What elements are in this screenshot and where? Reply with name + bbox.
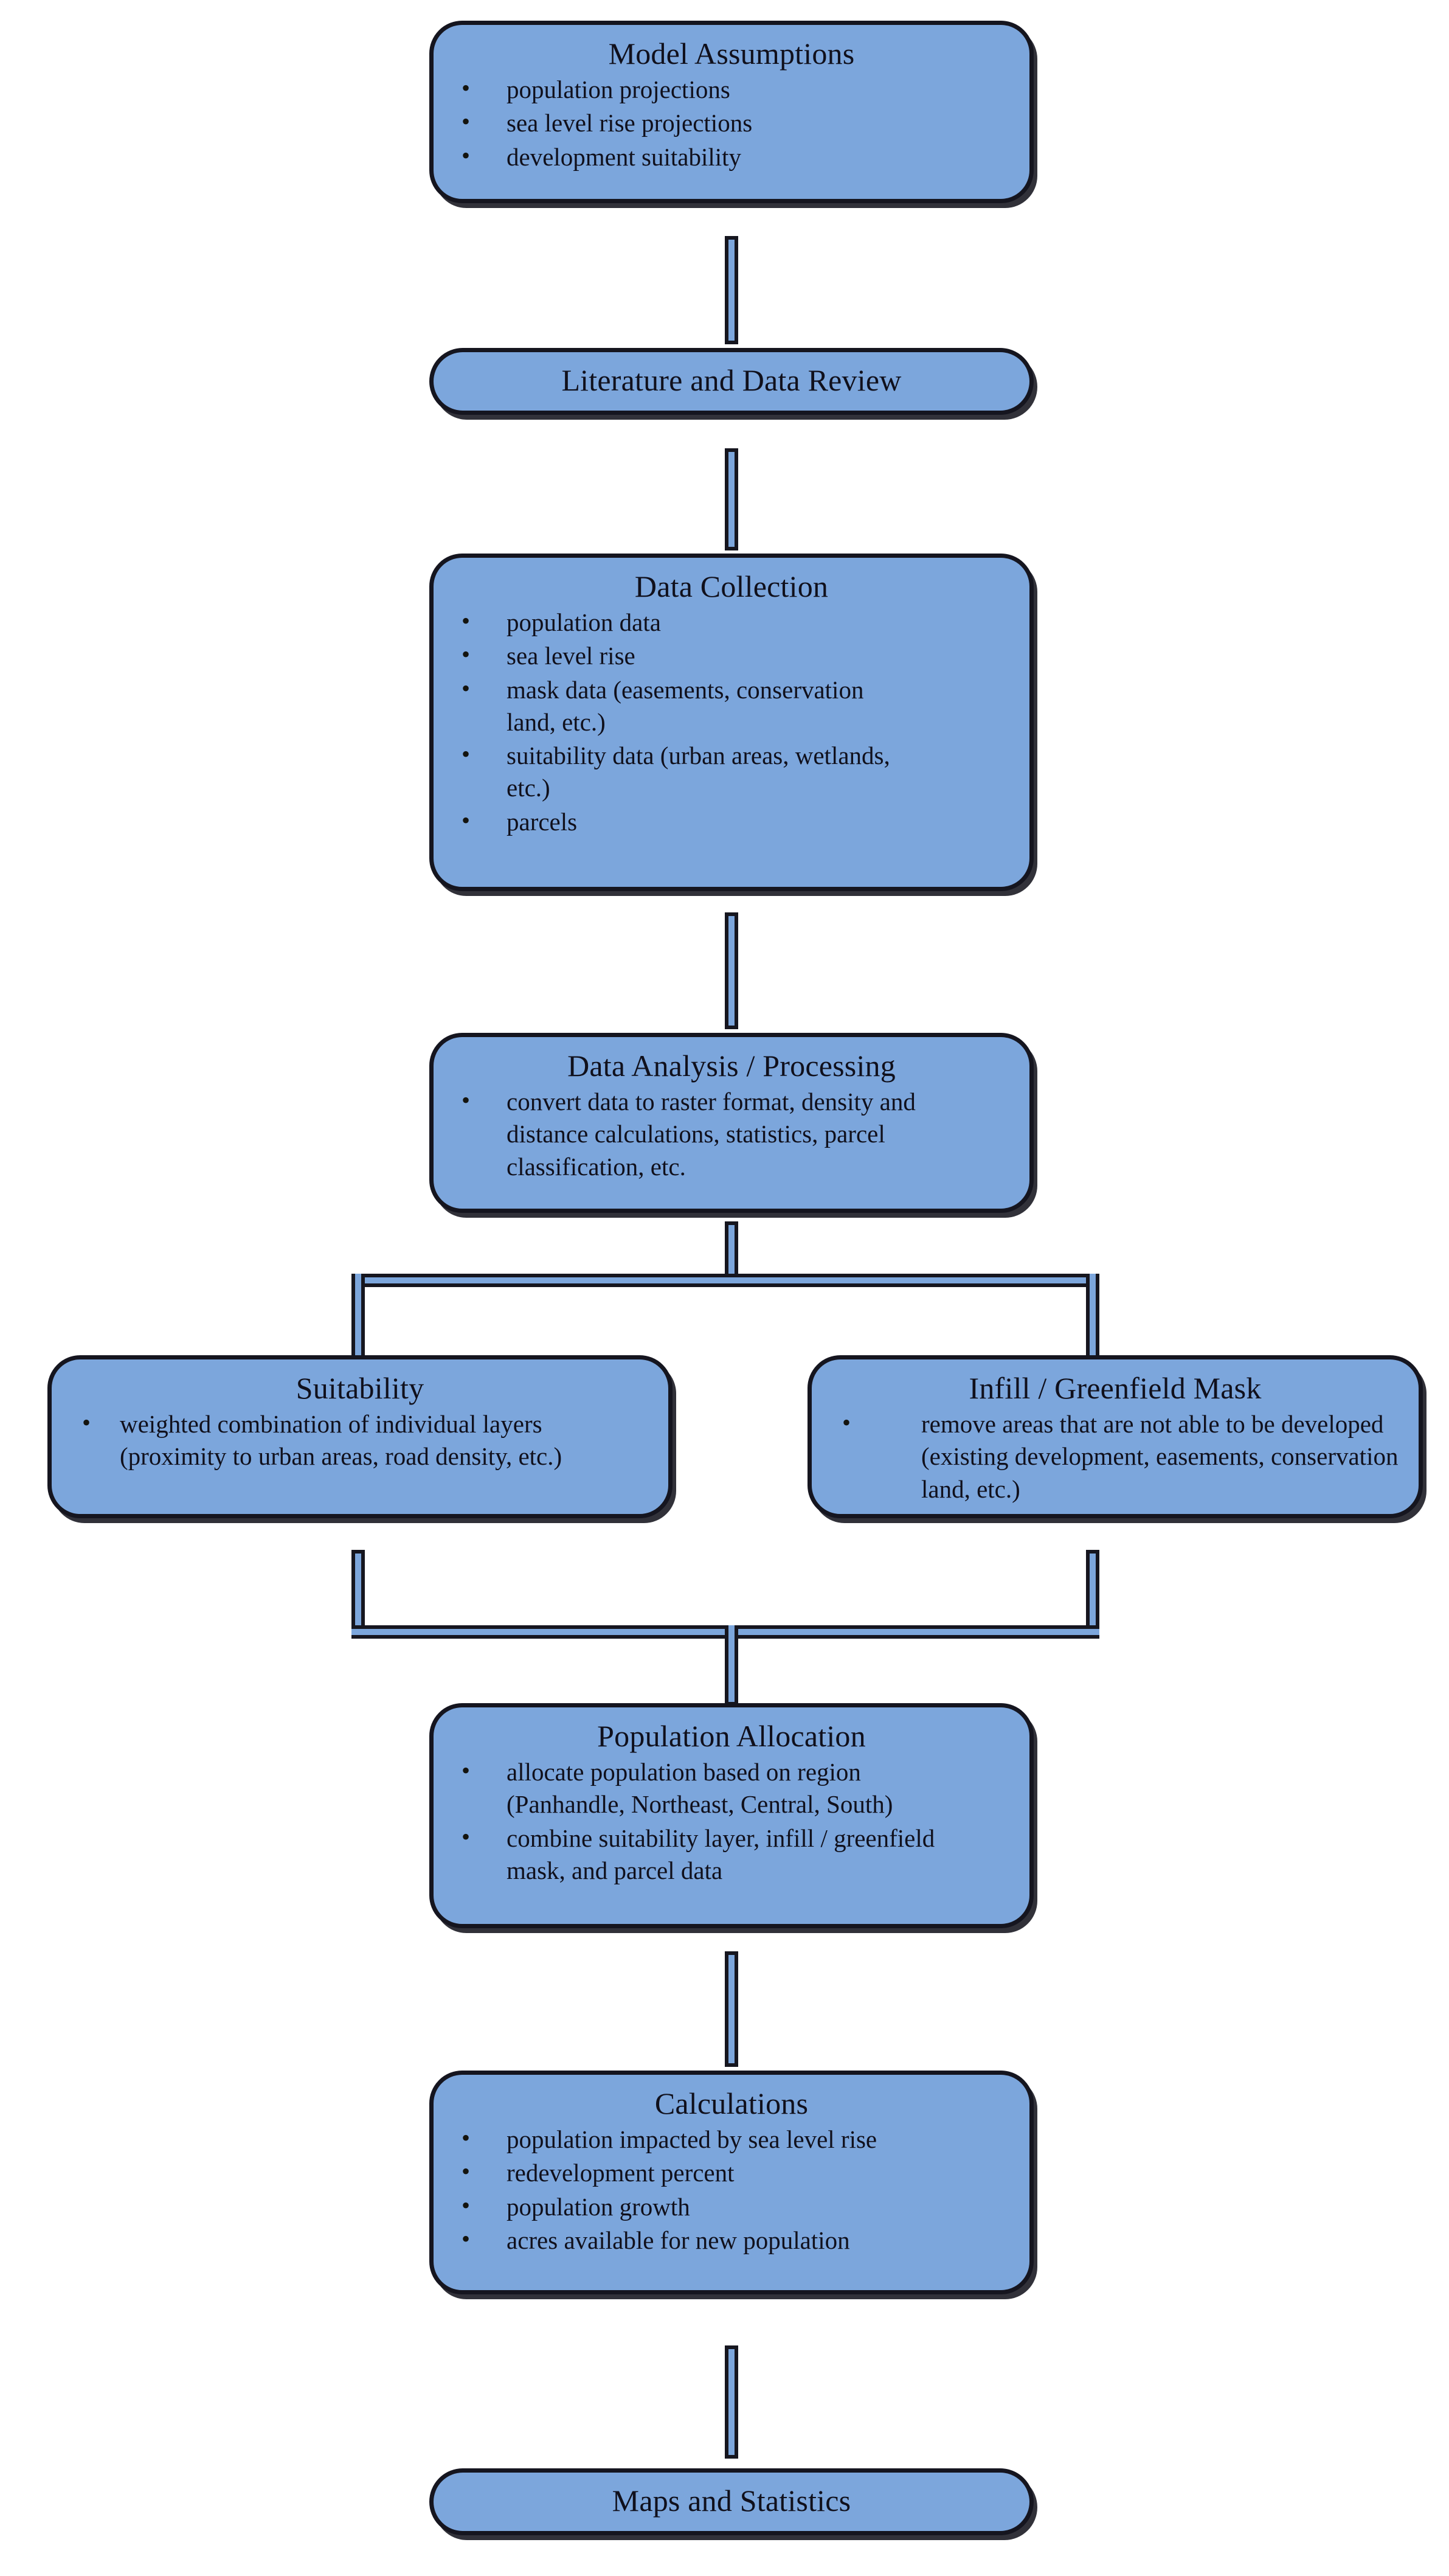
connector-split-right-drop bbox=[1086, 1274, 1099, 1359]
node-bullet-list: convert data to raster format, density a… bbox=[446, 1085, 1017, 1183]
list-item: sea level rise projections bbox=[446, 106, 1017, 139]
list-item: suitability data (urban areas, wetlands,… bbox=[446, 738, 908, 805]
node-bullet-list: allocate population based on region (Pan… bbox=[446, 1755, 1017, 1887]
list-item: mask data (easements, conservation land,… bbox=[446, 673, 884, 739]
node-population-allocation[interactable]: Population Allocation allocate populatio… bbox=[429, 1703, 1034, 1928]
node-title: Calculations bbox=[654, 2086, 809, 2120]
node-data-analysis-processing[interactable]: Data Analysis / Processing convert data … bbox=[429, 1033, 1034, 1213]
list-item: parcels bbox=[446, 805, 1017, 838]
list-item: acres available for new population bbox=[446, 2223, 1017, 2257]
connector-review-to-collection bbox=[725, 448, 738, 550]
node-literature-and-data-review[interactable]: Literature and Data Review bbox=[429, 348, 1034, 415]
node-bullet-list: population projections sea level rise pr… bbox=[446, 72, 1017, 173]
connector-split-bar bbox=[351, 1274, 1099, 1287]
node-bullet-list: weighted combination of individual layer… bbox=[64, 1407, 656, 1473]
list-item: population growth bbox=[446, 2190, 1017, 2223]
node-maps-and-statistics[interactable]: Maps and Statistics bbox=[429, 2468, 1034, 2535]
list-item: development suitability bbox=[446, 140, 1017, 173]
node-title: Population Allocation bbox=[597, 1719, 866, 1753]
connector-assumptions-to-review bbox=[725, 236, 738, 344]
node-title: Data Analysis / Processing bbox=[567, 1049, 896, 1083]
node-bullet-list: population impacted by sea level rise re… bbox=[446, 2122, 1017, 2257]
list-item: population projections bbox=[446, 72, 1017, 106]
list-item: remove areas that are not able to be dev… bbox=[824, 1407, 1406, 1505]
node-bullet-list: remove areas that are not able to be dev… bbox=[824, 1407, 1406, 1505]
list-item: allocate population based on region (Pan… bbox=[446, 1755, 932, 1821]
node-bullet-list: population data sea level rise mask data… bbox=[446, 605, 1017, 838]
node-model-assumptions[interactable]: Model Assumptions population projections… bbox=[429, 21, 1034, 203]
node-title: Suitability bbox=[296, 1371, 424, 1405]
node-data-collection[interactable]: Data Collection population data sea leve… bbox=[429, 554, 1034, 891]
connector-merge-left-riser bbox=[351, 1550, 365, 1639]
list-item: combine suitability layer, infill / gree… bbox=[446, 1821, 969, 1887]
connector-split-left-drop bbox=[351, 1274, 365, 1359]
node-title: Maps and Statistics bbox=[612, 2484, 851, 2518]
connector-collection-to-analysis bbox=[725, 912, 738, 1029]
node-title: Literature and Data Review bbox=[561, 363, 902, 397]
list-item: population impacted by sea level rise bbox=[446, 2122, 969, 2156]
node-infill-greenfield-mask[interactable]: Infill / Greenfield Mask remove areas th… bbox=[807, 1355, 1423, 1518]
node-title: Model Assumptions bbox=[608, 36, 855, 71]
list-item: population data bbox=[446, 605, 1017, 639]
list-item: weighted combination of individual layer… bbox=[64, 1407, 606, 1473]
connector-split-stem bbox=[725, 1221, 738, 1282]
list-item: convert data to raster format, density a… bbox=[446, 1085, 981, 1183]
connector-merge-right-riser bbox=[1086, 1550, 1099, 1639]
connector-merge-stem bbox=[725, 1625, 738, 1706]
node-calculations[interactable]: Calculations population impacted by sea … bbox=[429, 2071, 1034, 2294]
node-suitability[interactable]: Suitability weighted combination of indi… bbox=[47, 1355, 673, 1518]
connector-calculations-to-maps bbox=[725, 2345, 738, 2459]
node-title: Infill / Greenfield Mask bbox=[969, 1371, 1262, 1405]
connector-allocation-to-calculations bbox=[725, 1951, 738, 2067]
node-title: Data Collection bbox=[634, 569, 829, 603]
list-item: redevelopment percent bbox=[446, 2156, 1017, 2189]
list-item: sea level rise bbox=[446, 639, 1017, 672]
